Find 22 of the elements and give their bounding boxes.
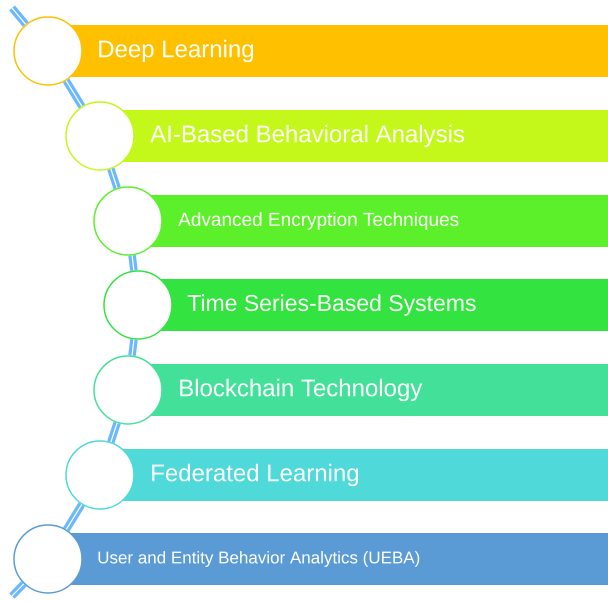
bar: Time Series-Based Systems xyxy=(160,278,608,331)
connector-line xyxy=(9,6,29,27)
connector-line xyxy=(128,339,138,356)
connector-line xyxy=(63,502,85,532)
circle-marker xyxy=(65,101,135,171)
bar: AI-Based Behavioral Analysis xyxy=(122,110,608,162)
circle-marker xyxy=(103,270,173,340)
connector-line xyxy=(9,581,26,599)
connector-line xyxy=(107,422,121,444)
circle-marker xyxy=(65,440,135,510)
circle-marker xyxy=(93,355,163,425)
circle-marker xyxy=(13,16,83,86)
bar: Deep Learning xyxy=(70,24,608,77)
bar: Blockchain Technology xyxy=(150,364,608,416)
connector-line xyxy=(62,78,86,108)
bar: Advanced Encryption Techniques xyxy=(150,194,608,247)
circle-marker xyxy=(93,186,163,256)
bar: Federated Learning xyxy=(122,448,608,501)
circle-marker xyxy=(13,524,83,594)
connector-line xyxy=(107,168,121,190)
bar: User and Entity Behavior Analytics (UEBA) xyxy=(70,532,608,585)
connector-line xyxy=(128,255,138,271)
